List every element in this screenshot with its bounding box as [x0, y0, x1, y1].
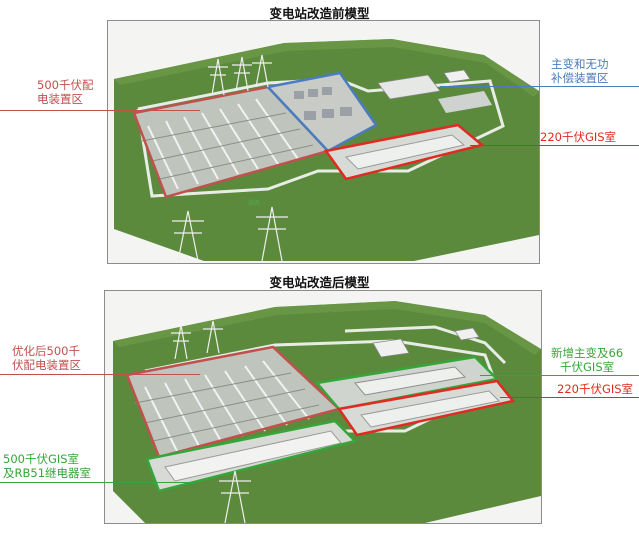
before-model-view: 道路 — [107, 20, 540, 264]
label-main-transformer-line2: 补偿装置区 — [551, 71, 609, 85]
label-area-500kv: 500千伏配 电装置区 — [37, 78, 93, 106]
leader-new-main-transformer — [480, 375, 639, 376]
gis-220-outline-after — [336, 379, 516, 437]
main-transformer-outline — [265, 71, 378, 153]
label-main-transformer: 主变和无功 补偿装置区 — [551, 57, 609, 85]
label-main-transformer-line1: 主变和无功 — [551, 57, 609, 71]
label-gis-500-relay: 500千伏GIS室 及RB51继电器室 — [3, 452, 91, 480]
label-area-500kv-optimized: 优化后500千 伏配电装置区 — [12, 344, 81, 372]
leader-main-transformer — [440, 86, 639, 87]
label-gis-220-after-text: 220千伏GIS室 — [557, 382, 634, 396]
label-area-500kv-optimized-line2: 伏配电装置区 — [12, 358, 81, 372]
leader-area-500kv — [0, 110, 200, 111]
label-gis-500-relay-line1: 500千伏GIS室 — [3, 452, 80, 466]
label-gis-220-after: 220千伏GIS室 — [557, 382, 633, 396]
label-new-main-transformer-line2: 千伏GIS室 — [560, 360, 615, 374]
leader-area-500kv-optimized — [0, 374, 200, 375]
leader-gis-500-relay — [0, 482, 190, 483]
label-gis-500-relay-line2: 及RB51继电器室 — [3, 466, 92, 480]
leader-gis-220-after — [500, 397, 639, 398]
label-area-500kv-line1: 500千伏配 — [37, 78, 94, 92]
label-gis-220-before-text: 220千伏GIS室 — [540, 130, 617, 144]
before-title: 变电站改造前模型 — [269, 6, 370, 21]
label-gis-220-before: 220千伏GIS室 — [540, 130, 616, 144]
leader-gis-220-before — [470, 145, 639, 146]
after-model-render — [113, 301, 541, 523]
road-marking: 道路 — [248, 199, 260, 207]
before-model-render: 道路 — [114, 39, 539, 262]
label-new-main-transformer-line1: 新增主变及66 — [551, 346, 624, 360]
after-title: 变电站改造后模型 — [269, 275, 370, 290]
label-area-500kv-optimized-line1: 优化后500千 — [12, 344, 80, 358]
after-model-view — [104, 290, 542, 524]
new-main-transformer-outline — [314, 355, 500, 411]
label-new-main-transformer: 新增主变及66 千伏GIS室 — [551, 346, 623, 374]
gis-500-outline — [145, 419, 358, 493]
label-area-500kv-line2: 电装置区 — [37, 92, 83, 106]
